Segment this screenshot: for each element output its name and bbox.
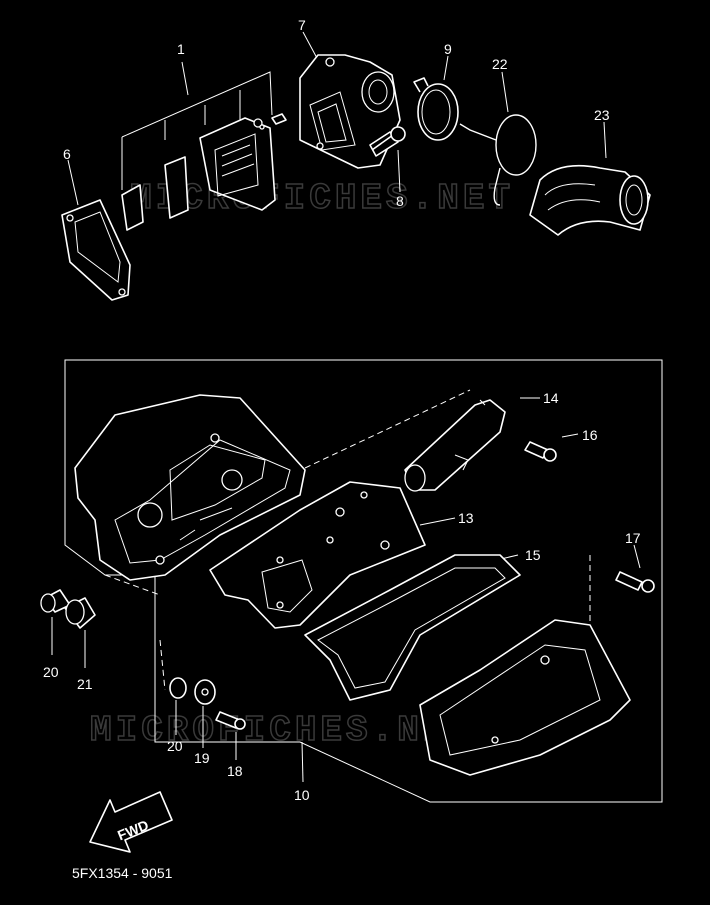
watermark-top: MICROFICHES.NET bbox=[130, 178, 514, 219]
label-part-18: 18 bbox=[227, 763, 243, 779]
label-part-20-left: 20 bbox=[43, 664, 59, 680]
part-23-intake-elbow bbox=[529, 121, 651, 236]
part-13-filter-plate bbox=[209, 481, 456, 629]
label-part-1: 1 bbox=[177, 41, 185, 57]
label-part-7: 7 bbox=[298, 17, 306, 33]
part-16-screw bbox=[524, 433, 579, 462]
label-part-21: 21 bbox=[77, 676, 93, 692]
air-box-cover bbox=[419, 619, 631, 776]
label-part-17: 17 bbox=[625, 530, 641, 546]
label-part-10: 10 bbox=[294, 787, 310, 803]
label-part-22: 22 bbox=[492, 56, 508, 72]
label-part-14: 14 bbox=[543, 390, 559, 406]
part-15-filter-element bbox=[304, 554, 521, 701]
label-part-9: 9 bbox=[444, 41, 452, 57]
label-part-19: 19 bbox=[194, 750, 210, 766]
part-6-gasket bbox=[61, 159, 131, 301]
part-9-hose-clamp bbox=[413, 55, 459, 141]
part-20-19-18-fasteners bbox=[159, 639, 246, 760]
label-part-20-right: 20 bbox=[167, 738, 183, 754]
part-8-bolt bbox=[369, 126, 406, 193]
part-10-air-filter-box-frame bbox=[64, 359, 663, 803]
reference-code: 5FX1354 - 9051 bbox=[72, 865, 173, 881]
part-20-21-grommets-left bbox=[40, 574, 161, 668]
label-part-15: 15 bbox=[525, 547, 541, 563]
label-part-16: 16 bbox=[582, 427, 598, 443]
part-14-intake-duct bbox=[304, 389, 540, 492]
watermark-bottom: MICROFICHES.NET bbox=[90, 710, 474, 751]
part-1-reed-valve-assembly bbox=[121, 61, 287, 231]
label-part-23: 23 bbox=[594, 107, 610, 123]
part-22-spring-clip bbox=[459, 71, 537, 206]
label-part-8: 8 bbox=[396, 193, 404, 209]
label-part-13: 13 bbox=[458, 510, 474, 526]
part-17-screw bbox=[589, 544, 655, 690]
air-box-case bbox=[74, 394, 306, 581]
part-7-intake-manifold bbox=[299, 31, 401, 169]
fwd-direction-arrow: FWD bbox=[89, 791, 173, 853]
label-part-6: 6 bbox=[63, 146, 71, 162]
